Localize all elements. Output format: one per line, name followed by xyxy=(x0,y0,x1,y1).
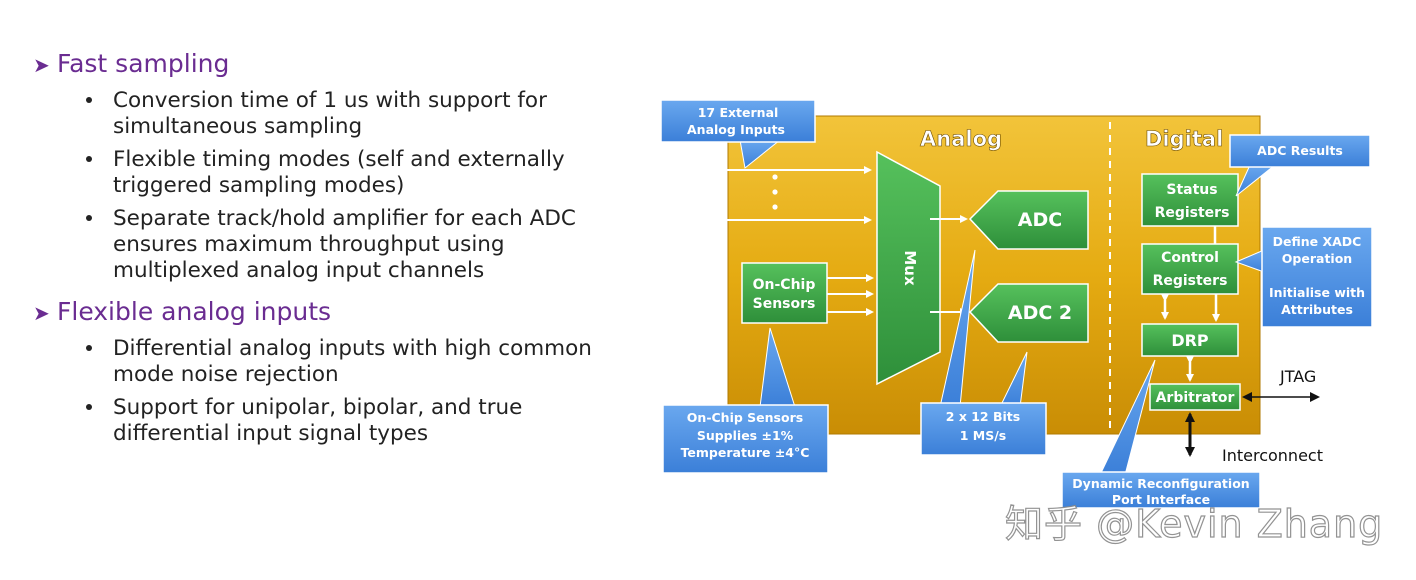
control-registers-label-line2: Registers xyxy=(1153,273,1228,289)
bullet-item: Separate track/hold amplifier for each A… xyxy=(86,206,648,284)
callout-sensors-spec-line2: Supplies ±1% xyxy=(697,428,794,443)
callout-sensors-spec-line1: On-Chip Sensors xyxy=(687,410,803,425)
callout-bits-line1: 2 x 12 Bits xyxy=(946,409,1020,424)
chevron-right-icon: ➤ xyxy=(33,301,50,325)
section-heading-flexible-analog-inputs: ➤Flexible analog inputs xyxy=(33,297,332,326)
callout-bits-line2: 1 MS/s xyxy=(960,428,1007,443)
arbitrator-label: Arbitrator xyxy=(1156,390,1235,406)
interconnect-label: Interconnect xyxy=(1222,446,1323,465)
callout-define-xadc-line3: Initialise with xyxy=(1269,285,1365,300)
onchip-sensors-label-line2: Sensors xyxy=(753,296,816,312)
section-heading-fast-sampling: ➤Fast sampling xyxy=(33,49,230,78)
region-digital-label: Digital xyxy=(1145,127,1223,151)
drp-label: DRP xyxy=(1171,331,1209,350)
ellipsis-dot xyxy=(772,174,778,180)
bullet-item: Differential analog inputs with high com… xyxy=(86,336,648,388)
callout-external-inputs xyxy=(660,99,816,143)
callout-sensors-spec xyxy=(662,404,829,474)
callout-drp xyxy=(1061,471,1261,509)
callout-drp-line2: Port Interface xyxy=(1112,492,1210,507)
onchip-sensors-block xyxy=(741,262,828,324)
mux-block xyxy=(876,150,941,386)
callout-define-xadc-line4: Attributes xyxy=(1281,302,1353,317)
jtag-label: JTAG xyxy=(1279,367,1316,386)
ellipsis-dot xyxy=(772,204,778,210)
mux-label: Mux xyxy=(901,250,919,286)
adc2-block xyxy=(968,283,1089,343)
bullet-dot-icon xyxy=(86,156,92,162)
callout-define-xadc-line2: Operation xyxy=(1282,251,1352,266)
callout-adc-results-label: ADC Results xyxy=(1257,143,1343,158)
callout-define-xadc xyxy=(1261,226,1373,328)
bullet-item: Support for unipolar, bipolar, and true … xyxy=(86,395,648,447)
chevron-right-icon: ➤ xyxy=(33,53,50,77)
status-registers-block xyxy=(1141,173,1239,227)
bullet-item: Flexible timing modes (self and external… xyxy=(86,147,648,199)
bullet-dot-icon xyxy=(86,345,92,351)
watermark: 知乎 @Kevin Zhang xyxy=(1004,501,1384,546)
control-registers-label-line1: Control xyxy=(1161,250,1219,266)
status-registers-label-line1: Status xyxy=(1166,182,1217,198)
ellipsis-dot xyxy=(772,189,778,195)
callout-bits xyxy=(920,402,1047,456)
bullet-dot-icon xyxy=(86,404,92,410)
drp-block xyxy=(1141,323,1239,357)
bullet-item: Conversion time of 1 us with support for… xyxy=(86,88,648,140)
region-analog-label: Analog xyxy=(920,127,1002,151)
onchip-sensors-label-line1: On-Chip xyxy=(753,277,816,293)
bullet-dot-icon xyxy=(86,97,92,103)
callout-drp-line1: Dynamic Reconfiguration xyxy=(1072,476,1249,491)
adc2-label: ADC 2 xyxy=(1008,302,1072,324)
status-registers-label-line2: Registers xyxy=(1155,205,1230,221)
callout-adc-results xyxy=(1229,134,1371,168)
callout-external-inputs-line1: 17 External xyxy=(698,105,779,120)
adc1-block xyxy=(968,190,1089,250)
control-registers-block xyxy=(1141,243,1239,295)
callout-define-xadc-line1: Define XADC xyxy=(1273,234,1362,249)
adc1-label: ADC xyxy=(1018,209,1062,231)
bullet-dot-icon xyxy=(86,215,92,221)
bullet-list: ➤Fast sampling Conversion time of 1 us w… xyxy=(0,0,650,580)
callout-external-inputs-line2: Analog Inputs xyxy=(687,122,785,137)
callout-sensors-spec-line3: Temperature ±4°C xyxy=(681,445,810,460)
arbitrator-block xyxy=(1149,383,1241,411)
